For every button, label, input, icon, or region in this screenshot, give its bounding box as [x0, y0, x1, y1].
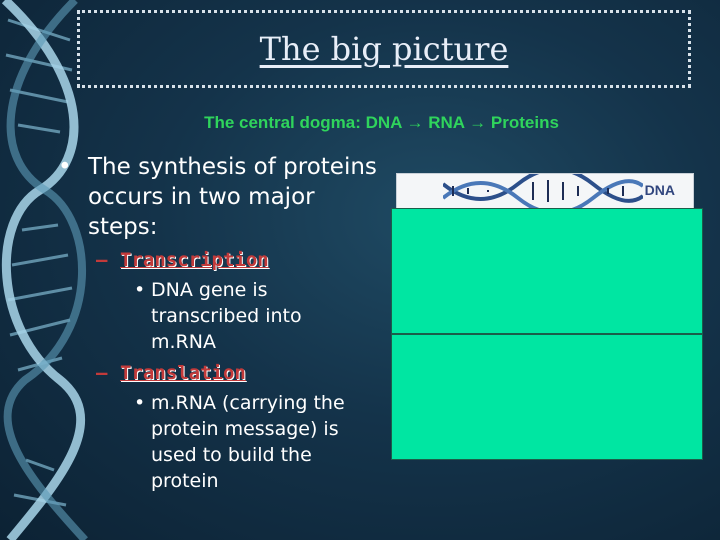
figure-panel-translation	[391, 334, 703, 460]
figure-panel-transcription	[391, 208, 703, 334]
bullet-dot: •	[134, 279, 146, 301]
title-box: The big picture	[77, 10, 691, 88]
dna-figure-label: DNA	[644, 182, 675, 198]
detail-text-translation: m.RNA (carrying the protein message) is …	[151, 392, 345, 492]
dna-strand-icon	[443, 174, 643, 208]
helix-strand-b	[3, 0, 88, 540]
detail-text-transcription: DNA gene is transcribed into m.RNA	[151, 279, 302, 353]
slide-subtitle: The central dogma: DNA → RNA → Proteins	[204, 113, 559, 132]
dna-helix-decoration	[1, 0, 88, 540]
step-label-transcription: Transcription	[120, 249, 269, 271]
step-label-translation: Translation	[120, 362, 246, 384]
bullet-detail-translation: • m.RNA (carrying the protein message) i…	[58, 390, 366, 494]
bullet-main: • The synthesis of proteins occurs in tw…	[58, 152, 378, 242]
bullet-detail-transcription: • DNA gene is transcribed into m.RNA	[58, 277, 366, 355]
dna-figure-strip: DNA	[396, 173, 694, 209]
bullet-dash: –	[96, 362, 108, 384]
bullet-list: • The synthesis of proteins occurs in tw…	[58, 152, 378, 494]
bullet-dash: –	[96, 249, 108, 271]
bullet-step-translation: – Translation	[58, 361, 378, 385]
helix-strand-a	[1, 0, 86, 540]
bullet-step-transcription: – Transcription	[58, 248, 378, 272]
bullet-dot: •	[58, 154, 72, 180]
slide-title: The big picture	[259, 30, 509, 68]
bullet-dot: •	[134, 392, 146, 414]
bullet-main-text: The synthesis of proteins occurs in two …	[88, 154, 377, 240]
